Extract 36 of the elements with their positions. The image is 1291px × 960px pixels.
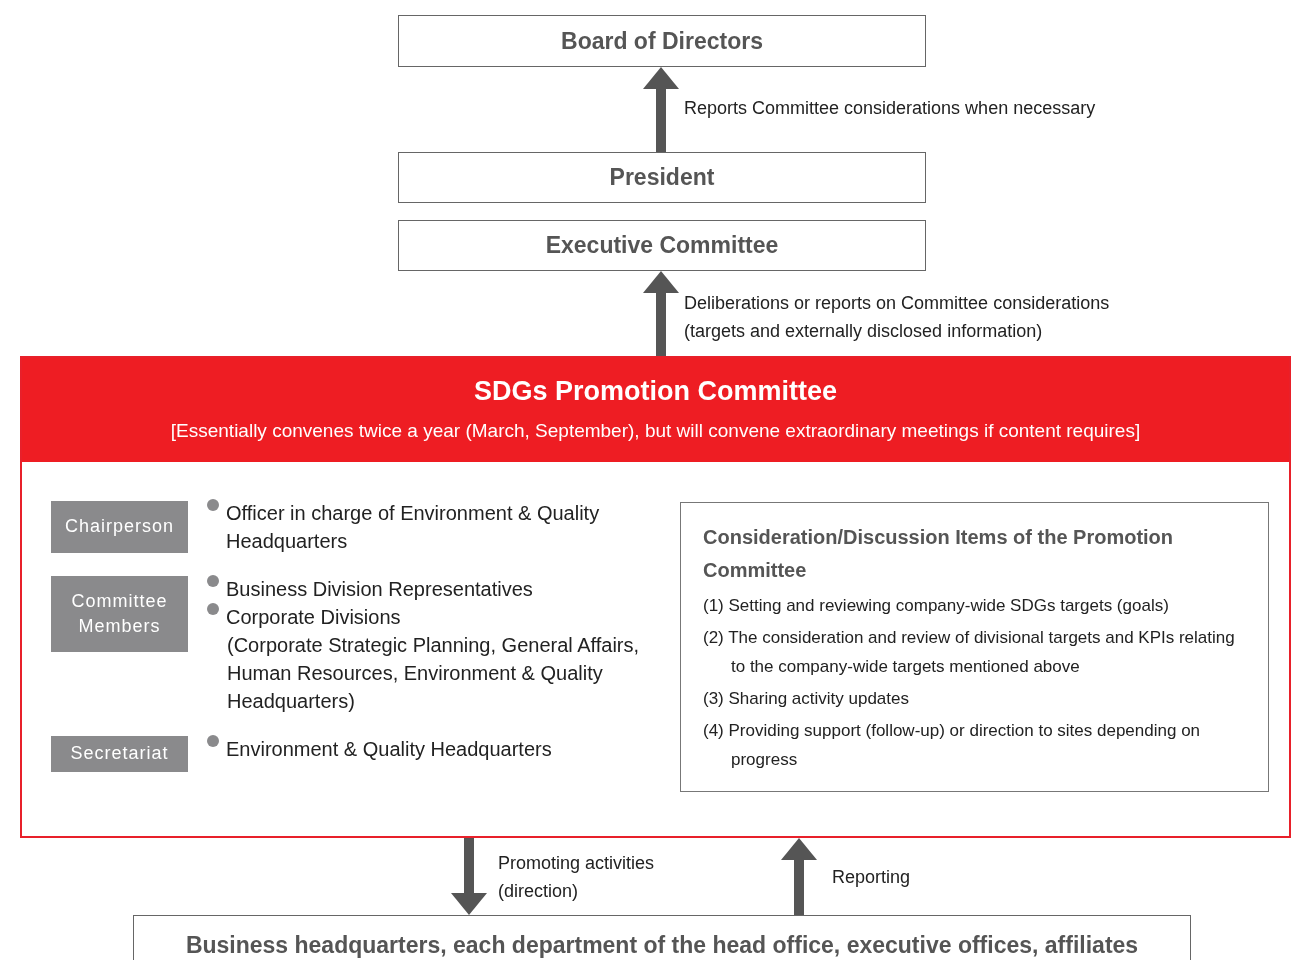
list-item: (2) The consideration and review of divisional targets and KPIs relating to the company-wide targets mentioned above — [703, 627, 1236, 678]
role-label — [51, 576, 188, 652]
edge-label: Reports Committee considerations when necessary — [684, 97, 1097, 120]
arrow — [643, 67, 679, 152]
arrow — [451, 838, 487, 915]
box-title: Executive Committee — [545, 232, 779, 259]
edge-label: Reporting — [832, 866, 912, 889]
list-item: (1) Setting and reviewing company-wide SDGs targets (goals) — [703, 595, 1170, 617]
arrow — [781, 838, 817, 915]
member-text: Environment & Quality Headquarters — [226, 737, 553, 762]
role-name: Secretariat — [70, 742, 169, 766]
committee-title: SDGs Promotion Committee — [472, 376, 838, 407]
arrow — [643, 271, 679, 356]
org-box — [398, 15, 926, 67]
box-title: Business headquarters, each department of the head office, executive offices, affiliates — [185, 931, 1139, 959]
role-name: Committee Members — [70, 589, 169, 638]
items-box — [680, 502, 1269, 792]
member-text: Corporate Divisions — [226, 605, 402, 630]
member-text: (Corporate Strategic Planning, General Affairs, Human Resources, Environment & Quality Headquarters) — [227, 633, 641, 714]
meeting-note: [Essentially convenes twice a year (March, September), but will convene extraordinary meetings if content requires] — [169, 420, 1142, 442]
edge-label: Promoting activities (direction) — [498, 852, 656, 903]
role-label — [51, 501, 188, 553]
member-text: Business Division Representatives — [226, 577, 534, 602]
member-text: Officer in charge of Environment & Quality Headquarters — [226, 501, 601, 554]
edge-label: Deliberations or reports on Committee considerations (targets and externally disclosed information) — [684, 292, 1111, 343]
committee-panel — [20, 356, 1291, 838]
items-heading: Consideration/Discussion Items of the Promotion Committee — [703, 525, 1175, 583]
list-item: (4) Providing support (follow-up) or direction to sites depending on progress — [703, 720, 1202, 771]
list-item: (3) Sharing activity updates — [703, 688, 910, 710]
org-box — [133, 915, 1191, 960]
box-title: President — [609, 164, 715, 191]
org-box — [398, 220, 926, 271]
org-box — [398, 152, 926, 203]
role-label — [51, 736, 188, 772]
box-title: Board of Directors — [561, 27, 763, 55]
role-name: Chairperson — [64, 515, 175, 539]
